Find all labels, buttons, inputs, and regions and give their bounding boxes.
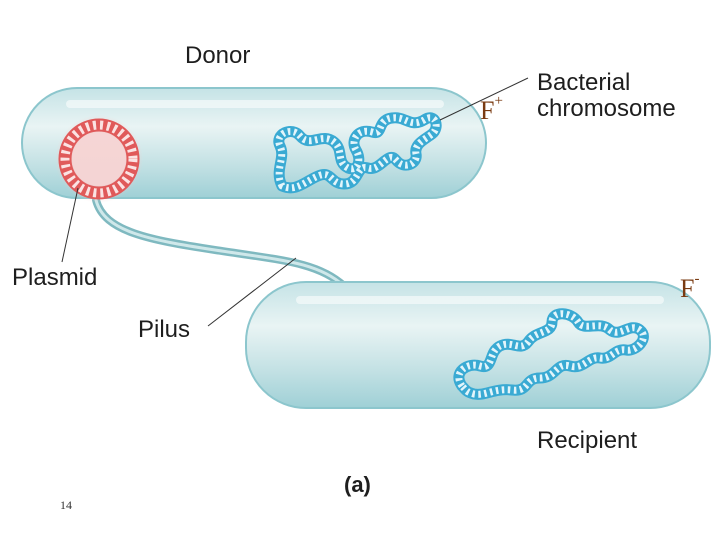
pilus-label: Pilus — [138, 316, 191, 343]
figure-part-label: (a) — [344, 472, 371, 497]
recipient-chromosome — [453, 308, 649, 400]
pilus-leader-line — [207, 257, 297, 327]
plasmid-inner — [72, 132, 126, 186]
recipient-f-minus-tag: F- — [680, 272, 699, 303]
recipient-cell — [245, 281, 711, 409]
plasmid-leader-line — [61, 187, 79, 263]
donor-label: Donor — [185, 42, 251, 69]
donor-f-plus-tag: F+ — [480, 94, 503, 125]
bacterial-chromosome-label: Bacterial chromosome — [537, 69, 676, 123]
plasmid-rungs — [60, 120, 138, 198]
f-sign: + — [494, 93, 503, 110]
pilus-highlight — [94, 198, 346, 288]
f-letter: F — [680, 274, 695, 303]
plasmid-label: Plasmid — [12, 264, 98, 291]
slide-number: 14 — [60, 498, 72, 512]
pilus — [92, 196, 348, 290]
donor-chromosome — [273, 112, 442, 194]
f-sign: - — [694, 271, 700, 288]
f-letter: F — [480, 96, 495, 125]
chromosome-leader-line — [439, 77, 529, 121]
recipient-label: Recipient — [537, 427, 638, 454]
